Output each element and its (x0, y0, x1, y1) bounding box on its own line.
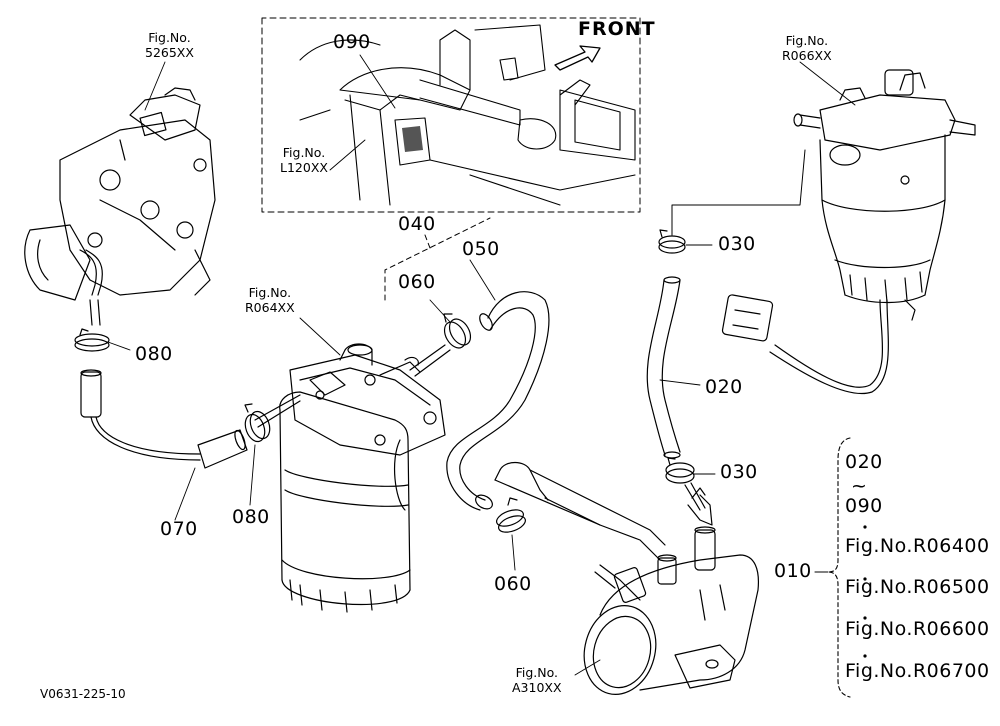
callout-080-bottom: 080 (232, 506, 270, 528)
leader-040 (384, 217, 491, 301)
assembly-ref-2: Fig.No.R06500 (845, 576, 990, 598)
fig-ref-r064xx-line1: Fig.No. (248, 285, 292, 300)
assembly-range-tilde: ~ (851, 475, 868, 497)
fig-ref-r064xx: Fig.No. R064XX (245, 285, 295, 315)
callout-060-bottom: 060 (494, 573, 532, 595)
fig-ref-l120xx: Fig.No. L120XX (280, 145, 328, 175)
assembly-ref-1: Fig.No.R06400 (845, 535, 990, 557)
hose-070 (80, 369, 248, 521)
injection-pump (24, 61, 216, 326)
water-separator-r066 (721, 61, 976, 394)
hose-050 (446, 259, 550, 511)
assembly-range-start: 020 (845, 451, 883, 473)
clamp-030-top (658, 229, 713, 254)
fig-ref-5265xx-line2: 5265XX (145, 45, 194, 60)
fig-ref-a310xx-line1: Fig.No. (515, 665, 558, 680)
assembly-bullets (863, 525, 867, 658)
assembly-range-end: 090 (845, 495, 883, 517)
diagram-code: V0631-225-10 (40, 687, 126, 701)
fig-ref-a310xx-line2: A310XX (512, 680, 562, 695)
callout-030-top: 030 (718, 233, 756, 255)
callout-070: 070 (160, 518, 198, 540)
fig-ref-5265xx: Fig.No. 5265XX (145, 30, 194, 60)
callout-050: 050 (462, 238, 500, 260)
fig-ref-l120xx-line1: Fig.No. (282, 145, 326, 160)
fuel-filter-r064 (254, 317, 451, 613)
callout-080-left: 080 (135, 343, 173, 365)
fig-ref-r066xx: Fig.No. R066XX (782, 33, 832, 63)
callout-030-bottom: 030 (720, 461, 758, 483)
fig-ref-5265xx-line1: Fig.No. (148, 30, 191, 45)
clamp-080-left (74, 328, 131, 352)
assembly-ref-3: Fig.No.R06600 (845, 618, 990, 640)
fig-ref-r066xx-line2: R066XX (782, 48, 832, 63)
callout-090: 090 (333, 31, 371, 53)
hose-020 (646, 149, 806, 459)
front-label: FRONT (578, 18, 656, 40)
fuel-pump-a310 (494, 461, 760, 696)
clamp-030-bottom (665, 457, 716, 511)
assembly-bracket (814, 437, 851, 698)
clamp-060-top (429, 299, 472, 349)
inset-floor-detail (299, 24, 636, 206)
inset-frame (261, 17, 641, 213)
callout-060-top: 060 (398, 271, 436, 293)
clamp-060-bottom (496, 497, 526, 571)
callout-010: 010 (774, 560, 812, 582)
fig-ref-a310xx: Fig.No. A310XX (512, 665, 562, 695)
fig-ref-l120xx-line2: L120XX (280, 160, 328, 175)
clamp-080-bottom (244, 403, 271, 506)
callout-020: 020 (705, 376, 743, 398)
callout-040: 040 (398, 213, 436, 235)
assembly-ref-4: Fig.No.R06700 (845, 660, 990, 682)
fig-ref-r066xx-line1: Fig.No. (785, 33, 829, 48)
fig-ref-r064xx-line2: R064XX (245, 300, 295, 315)
